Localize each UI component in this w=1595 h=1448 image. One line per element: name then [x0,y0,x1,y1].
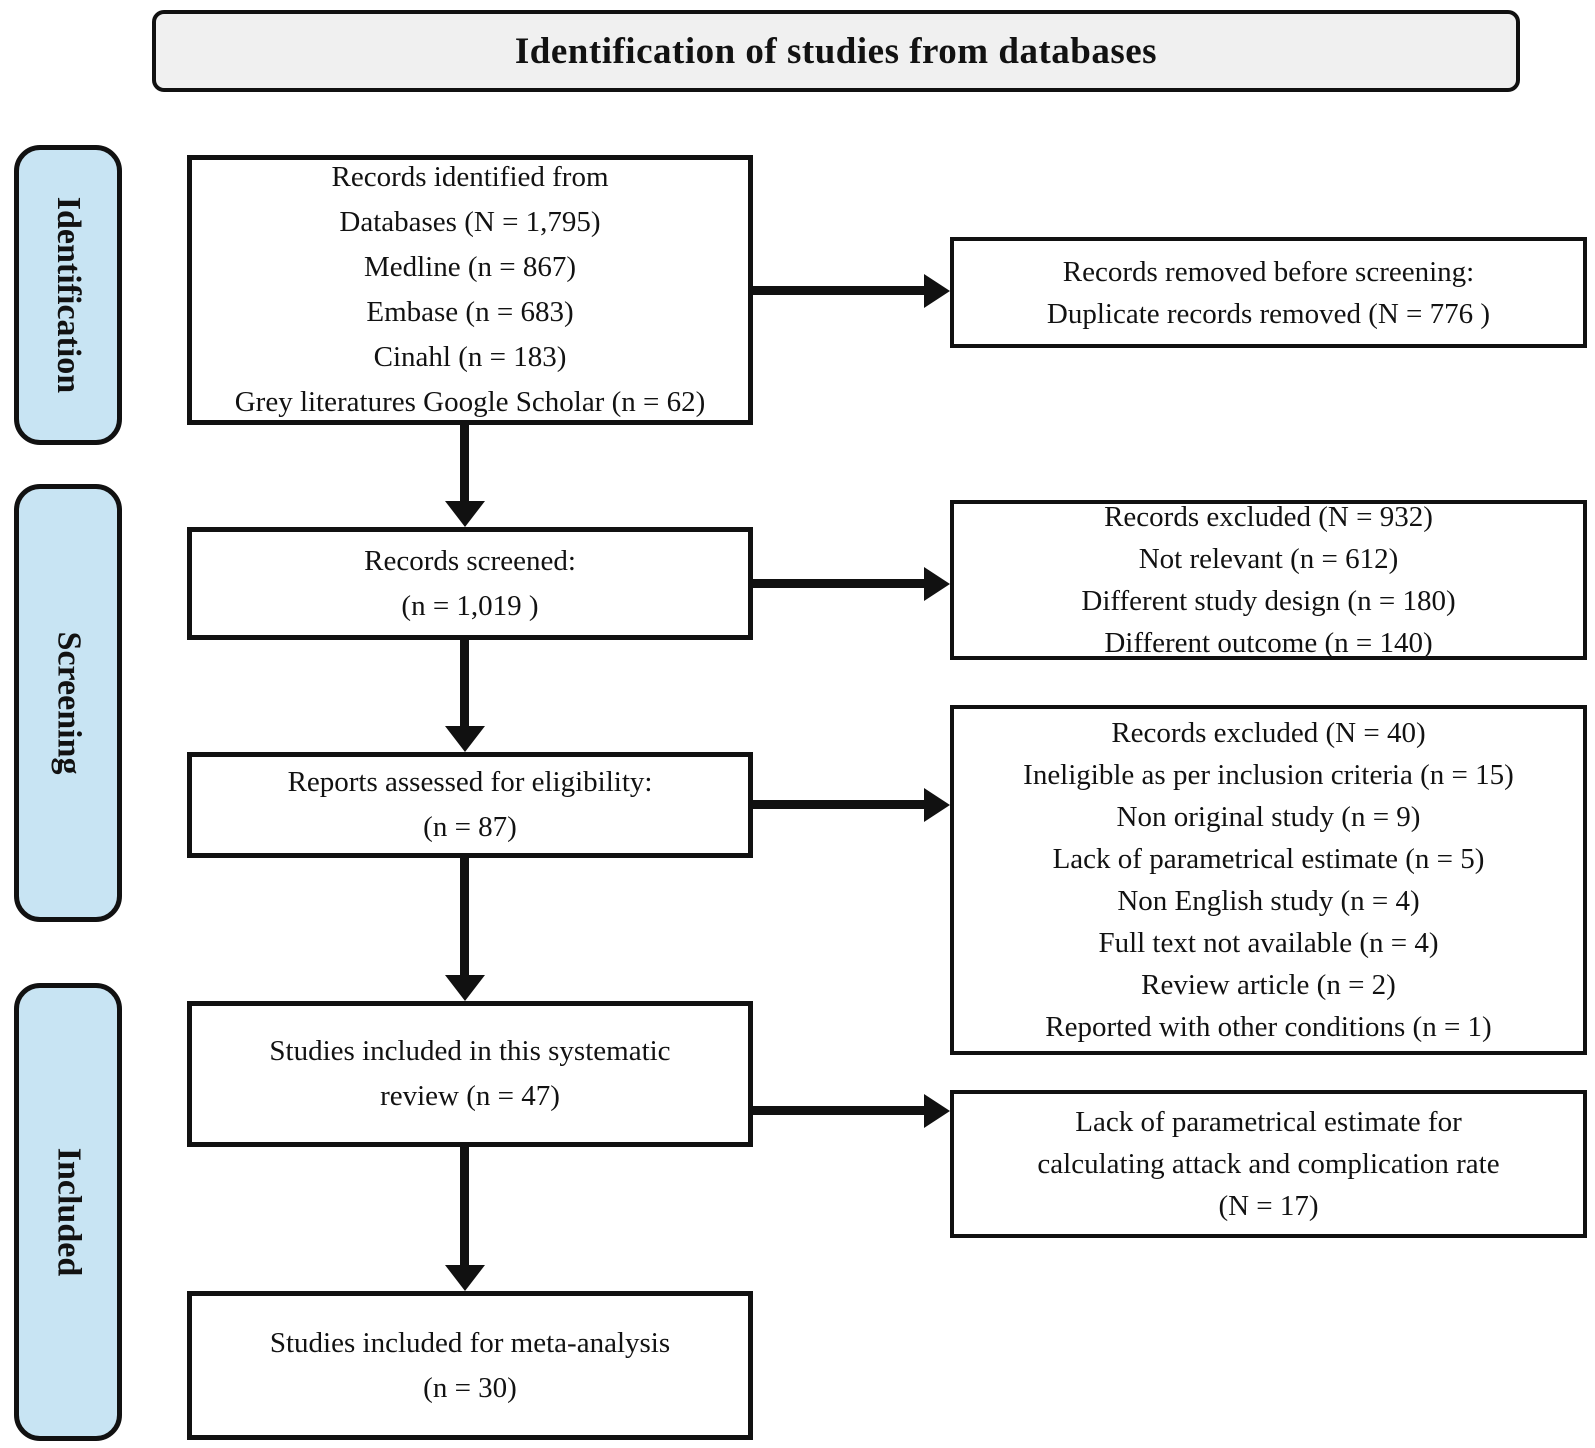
box-line: review (n = 47) [380,1080,560,1112]
box-line: Records excluded (N = 932) [1104,501,1433,533]
box-line: Grey literatures Google Scholar (n = 62) [234,386,706,418]
box-records-excluded-screening: Records excluded (N = 932) Not relevant (… [950,500,1587,660]
arrow-down-icon [460,425,469,501]
box-line: Lack of parametrical estimate for [1075,1106,1462,1138]
box-line: Embase (n = 683) [366,296,574,328]
box-line: Reports assessed for eligibility: [287,766,653,798]
box-reports-assessed: Reports assessed for eligibility: (n = 87… [187,752,753,858]
box-line: (n = 1,019 ) [401,589,539,622]
diagram-title: Identification of studies from databases [514,30,1158,72]
box-records-excluded-eligibility: Records excluded (N = 40) Ineligible as p… [950,705,1587,1055]
box-line: calculating attack and complication rate [1037,1148,1500,1180]
box-line: (n = 30) [423,1371,517,1404]
arrow-right-icon [753,1106,924,1115]
stage-label-screening: Screening [50,631,87,775]
box-line: Non original study (n = 9) [1116,801,1421,833]
box-line: Databases (N = 1,795) [339,206,601,238]
box-line: Different outcome (n = 140) [1104,627,1433,659]
title-banner: Identification of studies from databases [152,10,1520,92]
box-line: Studies included for meta-analysis [269,1326,671,1359]
arrow-right-icon [753,579,924,588]
box-line: Studies included in this systematic [269,1035,671,1067]
stage-label-identification: Identification [50,196,88,394]
arrow-down-icon [460,1147,469,1265]
stage-included: Included [14,983,122,1441]
box-line: Different study design (n = 180) [1081,585,1456,617]
stage-label-included: Included [50,1147,87,1277]
box-line: Records removed before screening: [1062,255,1475,288]
box-records-screened: Records screened: (n = 1,019 ) [187,527,753,640]
box-studies-meta-analysis: Studies included for meta-analysis (n = 3… [187,1291,753,1440]
box-line: Non English study (n = 4) [1117,885,1420,917]
box-line: Not relevant (n = 612) [1138,543,1399,575]
stage-identification: Identification [14,145,122,445]
box-line: (n = 87) [423,811,517,843]
arrow-down-icon [460,640,469,726]
box-line: (N = 17) [1218,1190,1319,1222]
box-studies-systematic-review: Studies included in this systematic revie… [187,1001,753,1147]
box-records-removed-before-screening: Records removed before screening: Duplica… [950,237,1587,348]
box-line: Duplicate records removed (N = 776 ) [1046,297,1491,330]
box-line: Reported with other conditions (n = 1) [1045,1011,1492,1043]
box-line: Review article (n = 2) [1141,969,1396,1001]
arrow-down-icon [460,858,469,975]
box-line: Ineligible as per inclusion criteria (n … [1023,759,1514,791]
stage-screening: Screening [14,484,122,922]
box-line: Lack of parametrical estimate (n = 5) [1052,843,1485,875]
arrow-right-icon [753,286,924,295]
box-lack-parametrical-estimate: Lack of parametrical estimate for calcula… [950,1090,1587,1238]
box-line: Records screened: [364,544,576,577]
arrow-right-icon [753,800,924,809]
box-line: Records excluded (N = 40) [1111,717,1426,749]
box-line: Cinahl (n = 183) [373,341,567,373]
box-line: Medline (n = 867) [363,251,577,283]
box-line: Full text not available (n = 4) [1098,927,1439,959]
box-line: Records identified from [331,161,609,193]
